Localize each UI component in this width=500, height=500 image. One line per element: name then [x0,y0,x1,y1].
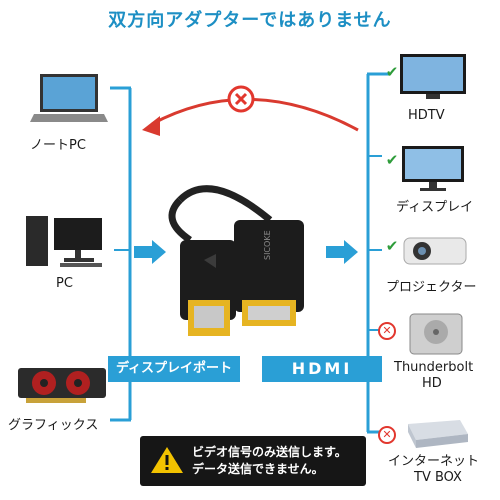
cross-icon [227,85,255,113]
check-icon: ✔ [385,151,399,169]
target-label-tvbox-line1: インターネット [388,454,480,469]
hard-drive-icon [409,313,463,355]
target-label-thunderbolt-line1: Thunderbolt [394,360,474,375]
projector-icon [403,237,467,265]
target-label-thunderbolt-line2: HD [422,376,442,391]
laptop-icon [30,74,108,122]
check-icon: ✔ [385,63,399,81]
notice-line-1: ビデオ信号のみ送信します。 [192,445,347,459]
hdmi-band: HDMI [262,356,382,382]
graphics-card-icon [18,368,106,403]
right-arrow-icon [326,240,358,264]
target-label-hdtv: HDTV [408,108,445,123]
notice-box: ビデオ信号のみ送信します。 データ送信できません。 [140,436,366,486]
warning-icon [151,447,183,473]
source-label-pc: PC [56,276,73,291]
desktop-pc-icon [26,216,102,267]
displayport-band: ディスプレイポート [108,356,240,382]
tv-icon [400,54,466,99]
displayport-connector [180,240,236,336]
cross-icon: ✕ [378,426,396,444]
monitor-icon [402,146,464,191]
tv-box-icon [408,420,468,448]
target-label-tvbox-line2: TV BOX [414,470,462,485]
source-label-graphics: グラフィックス [8,418,99,433]
displayport-hdmi-cable: SICOKE [168,185,304,336]
check-icon: ✔ [385,237,399,255]
target-label-projector: プロジェクター [386,280,477,295]
target-label-display: ディスプレイ [396,200,474,215]
source-label-laptop: ノートPC [30,138,86,153]
svg-text:SICOKE: SICOKE [263,230,272,260]
right-arrow-icon [134,240,166,264]
page-title: 双方向アダプターではありません [108,10,392,31]
target-label-tvbox: インターネット TV BOX [388,454,479,486]
target-label-thunderbolt: Thunderbolt HD [394,360,473,392]
hdmi-connector: SICOKE [234,220,304,326]
cross-icon: ✕ [378,322,396,340]
notice-line-2: データ送信できません。 [192,462,324,476]
